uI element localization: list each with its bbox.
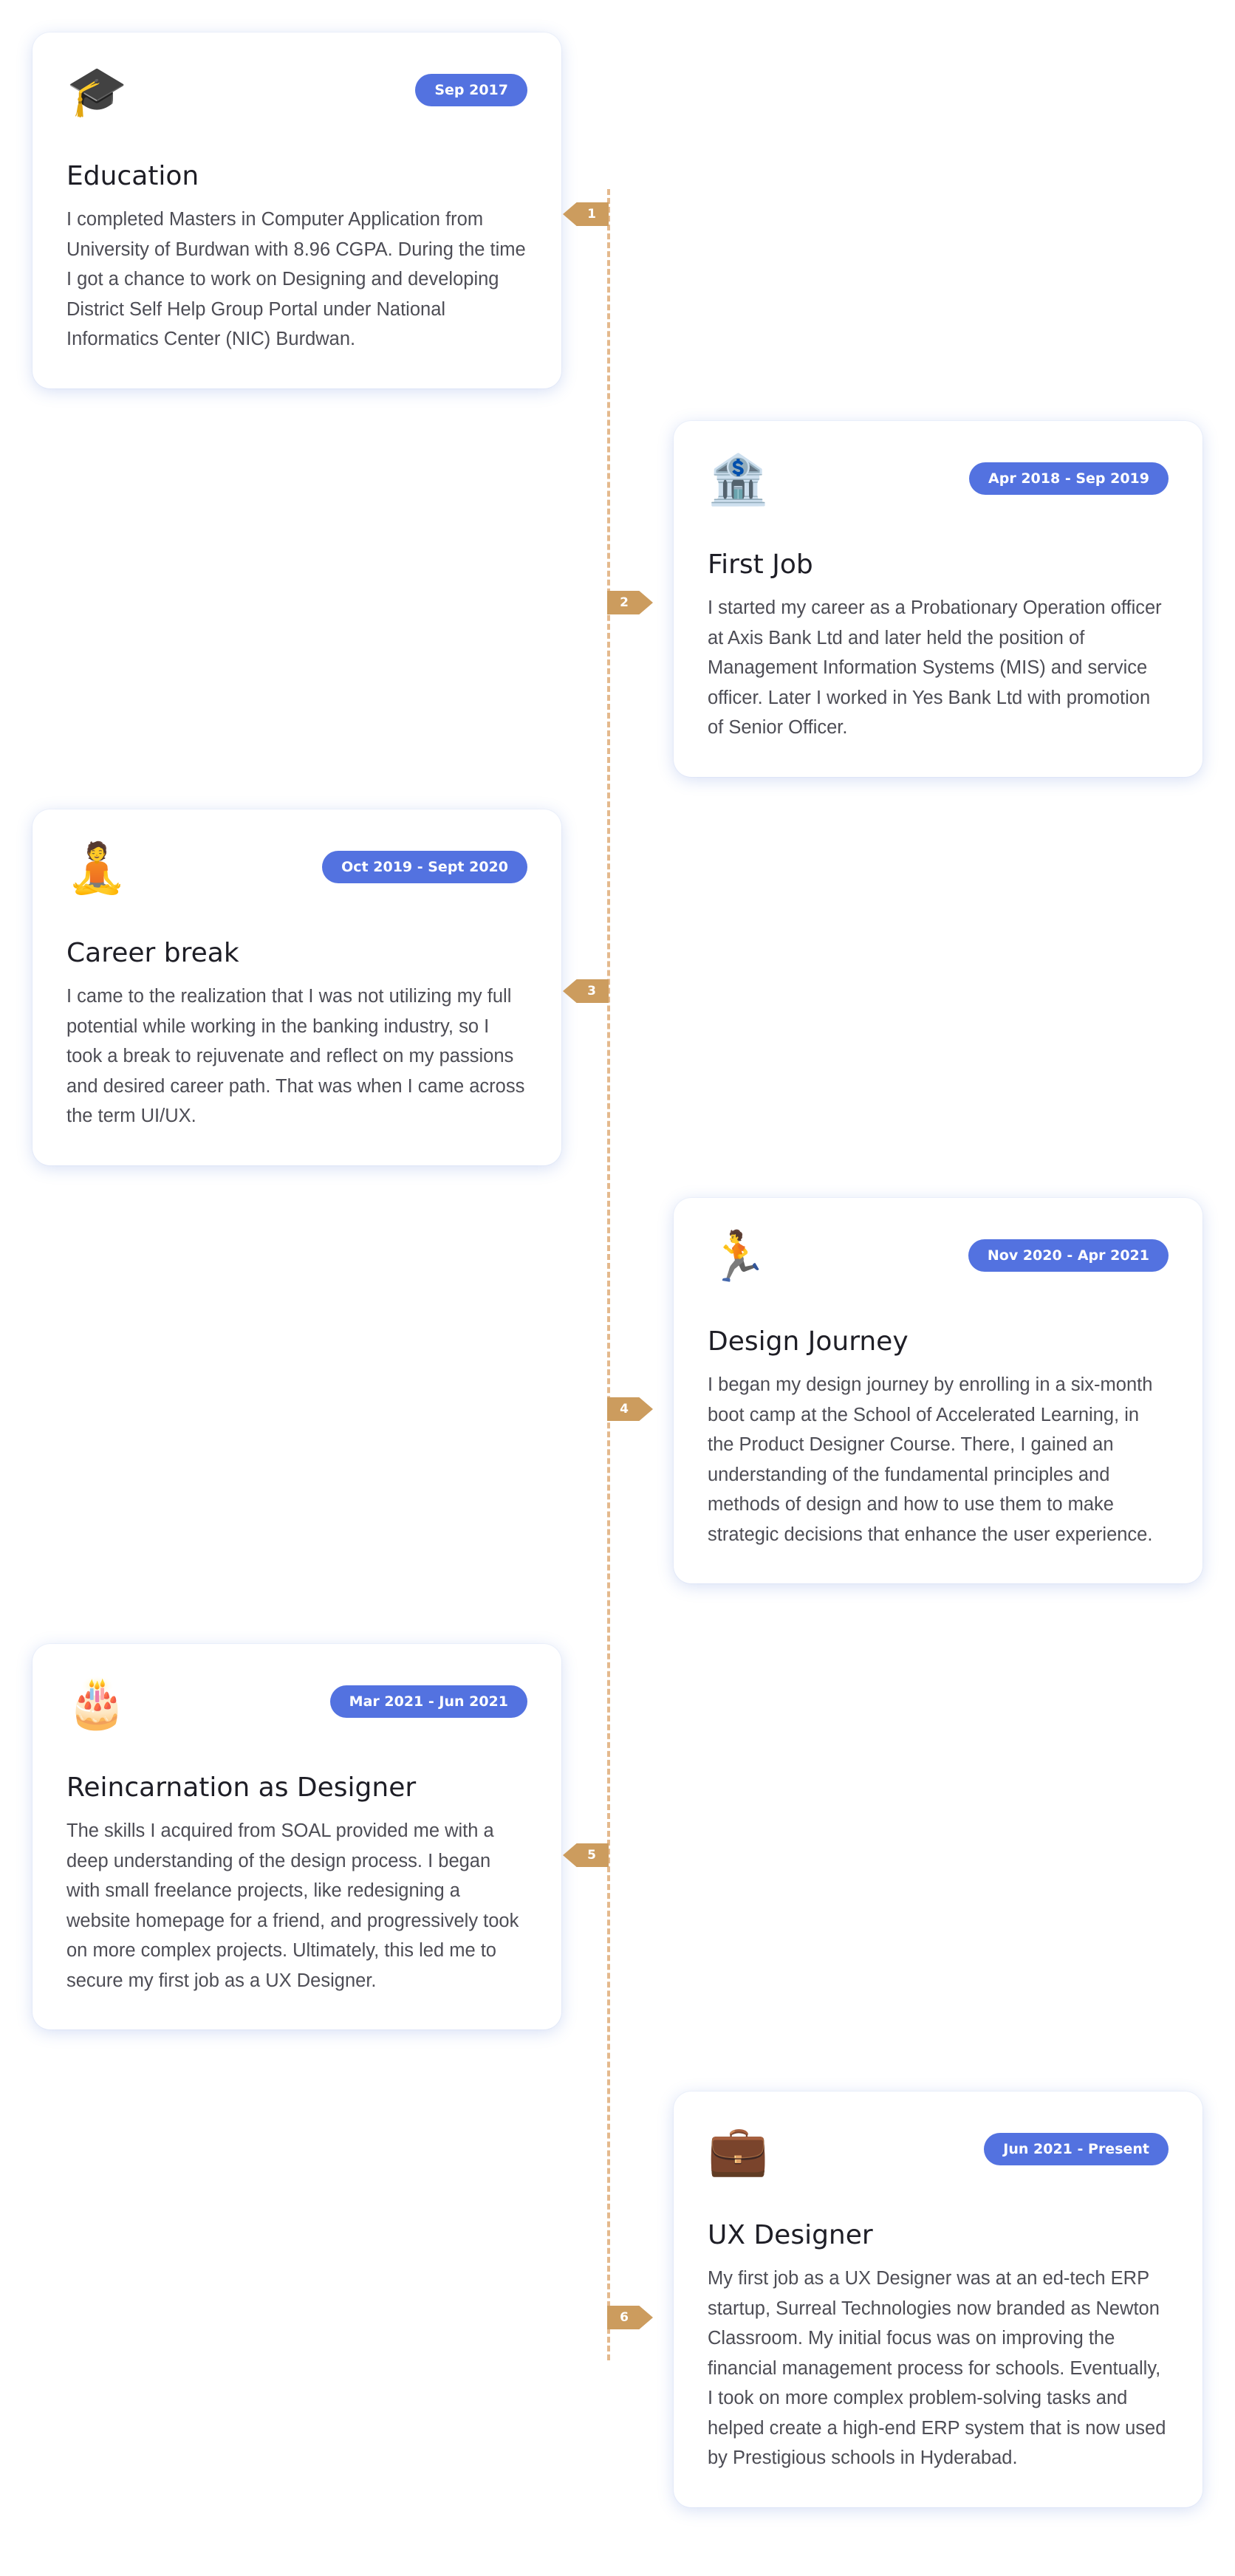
- date-badge: Apr 2018 - Sep 2019: [969, 462, 1169, 495]
- date-badge: Nov 2020 - Apr 2021: [968, 1239, 1169, 1272]
- card-description: I began my design journey by enrolling i…: [708, 1374, 1153, 1545]
- card-description: The skills I acquired from SOAL provided…: [66, 1820, 519, 1991]
- card-description: I completed Masters in Computer Applicat…: [66, 209, 526, 349]
- card-description: My first job as a UX Designer was at an …: [708, 2268, 1166, 2468]
- running-person-icon: 🏃: [708, 1228, 769, 1285]
- timeline-line: [607, 189, 610, 2360]
- graduation-cap-icon: 🎓: [66, 63, 128, 120]
- timeline-marker-3: 3: [563, 979, 609, 1003]
- timeline-card-career-break: 🧘 Oct 2019 - Sept 2020 Career break I ca…: [32, 809, 561, 1165]
- timeline-card-ux-designer: 💼 Jun 2021 - Present UX Designer My firs…: [674, 2092, 1202, 2507]
- card-title: Reincarnation as Designer: [66, 1772, 417, 1803]
- card-title: Career break: [66, 938, 239, 968]
- birthday-cake-icon: 🎂: [66, 1674, 128, 1731]
- date-badge: Sep 2017: [415, 74, 527, 106]
- timeline-marker-2: 2: [607, 591, 653, 614]
- card-header: 🎂 Mar 2021 - Jun 2021: [66, 1676, 527, 1740]
- card-header: 🏃 Nov 2020 - Apr 2021: [708, 1230, 1169, 1294]
- card-description: I started my career as a Probationary Op…: [708, 597, 1162, 738]
- timeline-marker-6: 6: [607, 2306, 653, 2329]
- card-title: UX Designer: [708, 2220, 873, 2250]
- timeline-card-first-job: 🏦 Apr 2018 - Sep 2019 First Job I starte…: [674, 421, 1202, 777]
- timeline-card-education: 🎓 Sep 2017 Education I completed Masters…: [32, 32, 561, 388]
- card-header: 🏦 Apr 2018 - Sep 2019: [708, 453, 1169, 517]
- card-header: 💼 Jun 2021 - Present: [708, 2124, 1169, 2188]
- briefcase-icon: 💼: [708, 2122, 769, 2179]
- timeline-marker-5: 5: [563, 1843, 609, 1867]
- meditation-icon: 🧘: [66, 840, 128, 897]
- date-badge: Mar 2021 - Jun 2021: [329, 1685, 527, 1718]
- date-badge: Oct 2019 - Sept 2020: [322, 851, 527, 883]
- card-header: 🧘 Oct 2019 - Sept 2020: [66, 842, 527, 905]
- timeline-marker-4: 4: [607, 1397, 653, 1421]
- bank-icon: 🏦: [708, 451, 769, 508]
- card-description: I came to the realization that I was not…: [66, 986, 525, 1126]
- card-title: First Job: [708, 549, 813, 580]
- card-title: Education: [66, 161, 199, 191]
- timeline-card-reincarnation: 🎂 Mar 2021 - Jun 2021 Reincarnation as D…: [32, 1644, 561, 2029]
- card-title: Design Journey: [708, 1326, 909, 1357]
- timeline-marker-1: 1: [563, 202, 609, 226]
- date-badge: Jun 2021 - Present: [984, 2133, 1169, 2165]
- timeline-card-design-journey: 🏃 Nov 2020 - Apr 2021 Design Journey I b…: [674, 1198, 1202, 1583]
- card-header: 🎓 Sep 2017: [66, 65, 527, 129]
